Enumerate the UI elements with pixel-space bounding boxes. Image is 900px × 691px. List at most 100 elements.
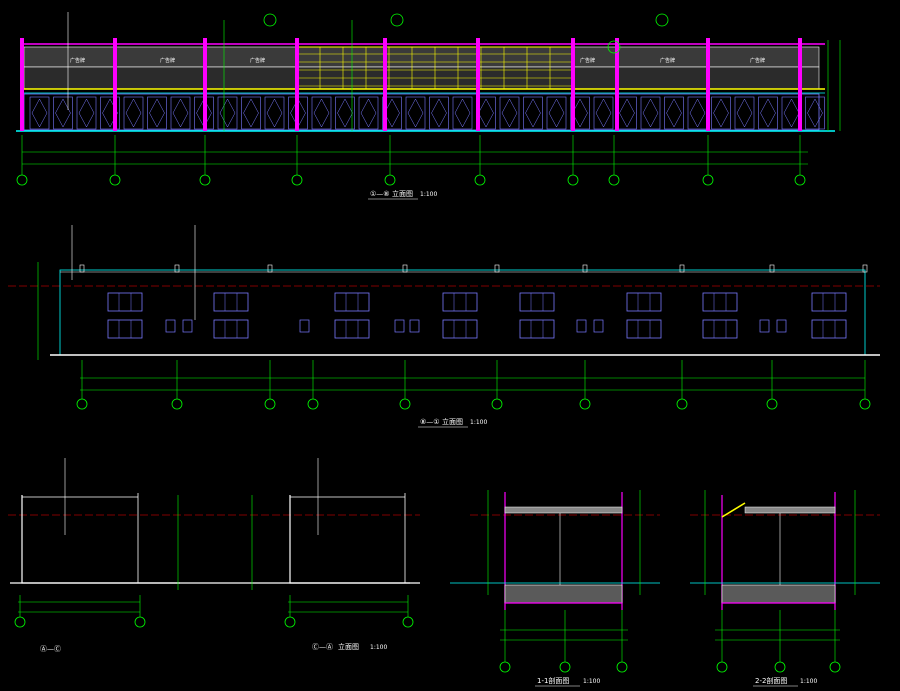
storefront-window <box>429 96 449 130</box>
front-elevation-title-axes: ①—⑧ <box>370 190 390 198</box>
axis-bubble <box>284 616 296 628</box>
storefront-window <box>170 96 191 130</box>
signboard-label: 广告牌 <box>580 57 595 64</box>
storefront-window <box>711 96 731 130</box>
storefront-window <box>593 96 614 130</box>
axis-bubble <box>171 398 183 410</box>
door-leaf <box>78 98 95 128</box>
pilaster <box>20 38 24 131</box>
rear-elevation-title-axes: ⑧—① <box>420 418 440 426</box>
axis-bubble <box>307 398 319 410</box>
door-leaf <box>172 98 189 128</box>
door-leaf <box>807 98 823 128</box>
door-leaf <box>548 98 565 128</box>
door-leaf <box>454 98 471 128</box>
door-leaf <box>407 98 424 128</box>
signboard-label: 广告牌 <box>160 57 175 64</box>
storefront-window <box>147 96 167 130</box>
side-elevation-scale: 1:100 <box>370 644 387 651</box>
door-leaf <box>31 98 48 128</box>
parapet-mark <box>494 264 500 273</box>
door-leaf <box>713 98 729 128</box>
axis-bubble <box>499 661 511 673</box>
axis-bubble <box>16 174 28 186</box>
window <box>626 319 662 339</box>
parapet-mark <box>862 264 868 273</box>
door-leaf <box>149 98 165 128</box>
axis-bubble <box>491 398 503 410</box>
axis-bubble <box>608 174 620 186</box>
window <box>811 292 847 312</box>
door-leaf <box>125 98 142 128</box>
axis-bubble <box>676 398 688 410</box>
axis-bubble <box>616 661 628 673</box>
storefront-window <box>358 96 379 130</box>
window <box>442 319 478 339</box>
window <box>442 292 478 312</box>
pilaster <box>203 38 207 131</box>
pilaster <box>615 38 619 131</box>
parapet-mark <box>174 264 180 273</box>
door-leaf <box>783 98 800 128</box>
door-leaf <box>525 98 541 128</box>
parapet-mark <box>769 264 775 273</box>
section-1-title: 1-1剖面图 <box>537 676 569 685</box>
small-window <box>182 319 193 333</box>
door-leaf <box>642 98 659 128</box>
window <box>334 319 370 339</box>
small-window <box>165 319 176 333</box>
storefront-window <box>335 96 355 130</box>
door-leaf <box>501 98 518 128</box>
storefront-window <box>570 96 590 130</box>
rear-elevation-scale: 1:100 <box>470 419 487 426</box>
door-leaf <box>266 98 283 128</box>
window <box>334 292 370 312</box>
storefront-window <box>523 96 543 130</box>
door-leaf <box>595 98 612 128</box>
window <box>107 319 143 339</box>
small-window <box>576 319 587 333</box>
signboard-label: 广告牌 <box>660 57 675 64</box>
section-2-title: 2-2剖面图 <box>755 676 787 685</box>
signboard-label: 广告牌 <box>750 57 765 64</box>
door-leaf <box>337 98 353 128</box>
storefront-window <box>758 96 778 130</box>
parapet-mark <box>79 264 85 273</box>
storefront-window <box>53 96 73 130</box>
door-leaf <box>431 98 447 128</box>
door-leaf <box>243 98 259 128</box>
storefront-window <box>546 96 567 130</box>
side-elevations-drawing: Ⓐ—Ⓒ Ⓒ—Ⓐ 立面图 1:100 <box>8 458 420 653</box>
window <box>626 292 662 312</box>
parapet-mark <box>679 264 685 273</box>
parapet-mark <box>402 264 408 273</box>
section-1-scale: 1:100 <box>583 678 600 685</box>
side-elevation-a-title-axes: Ⓐ—Ⓒ <box>40 645 61 653</box>
axis-bubble <box>402 616 414 628</box>
pilaster <box>798 38 802 131</box>
axis-bubble <box>134 616 146 628</box>
axis-bubble <box>702 174 714 186</box>
axis-bubble <box>291 174 303 186</box>
rear-elevation-drawing: ⑧—① 立面图 1:100 <box>8 225 880 428</box>
door-leaf <box>689 98 706 128</box>
axis-bubble <box>766 398 778 410</box>
window <box>213 319 249 339</box>
window <box>213 292 249 312</box>
window <box>811 319 847 339</box>
storefront-window <box>382 96 402 130</box>
pilaster <box>113 38 117 131</box>
axis-bubble <box>399 398 411 410</box>
axis-bubble <box>559 661 571 673</box>
axis-bubble <box>109 174 121 186</box>
side-elevation-title: 立面图 <box>338 642 359 651</box>
door-leaf <box>666 98 682 128</box>
rear-elevation-title: 立面图 <box>442 417 463 426</box>
storefront-window <box>805 96 825 130</box>
front-elevation-scale: 1:100 <box>420 191 437 198</box>
side-elevation-b-title-axes: Ⓒ—Ⓐ <box>312 643 333 651</box>
small-window <box>394 319 405 333</box>
storefront-window <box>664 96 684 130</box>
storefront-window <box>452 96 473 130</box>
